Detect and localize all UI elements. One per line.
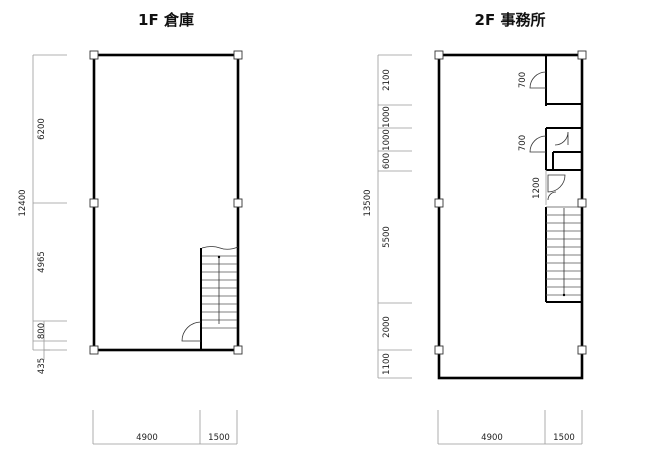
column-post [577, 198, 587, 208]
dim-label: 1000 [382, 106, 392, 128]
left-dimension-lines-1f [32, 54, 67, 360]
door-dim-label: 1200 [532, 177, 542, 199]
door-swing-1f [181, 321, 202, 342]
outer-wall-2f [437, 53, 584, 380]
left-dimension-lines-2f [377, 54, 412, 379]
dim-label: 435 [37, 358, 47, 374]
door-dim-label: 700 [518, 72, 528, 88]
floor-title-1f: 1F 倉庫 [138, 11, 194, 29]
bottom-dimension-lines-2f [437, 410, 583, 445]
staircase-1f [200, 246, 239, 350]
floor-plan-2f: 2F 事務所 13500 2100 1000 1000 600 5500 200… [363, 11, 587, 445]
column-post [89, 345, 99, 355]
dim-label: 4900 [136, 433, 158, 443]
door-swing-inner [554, 131, 569, 146]
dim-label: 600 [382, 153, 392, 169]
column-post [233, 345, 243, 355]
floor-title-2f: 2F 事務所 [475, 11, 546, 29]
dim-label: 800 [37, 323, 47, 339]
dim-label: 1500 [208, 433, 230, 443]
floor-plan-1f: 1F 倉庫 12400 6200 4965 800 435 [18, 11, 243, 445]
dim-label: 6200 [37, 118, 47, 140]
dim-label: 5500 [382, 226, 392, 248]
column-post [434, 50, 444, 60]
dim-total-1f: 12400 [18, 189, 28, 216]
door-dim-label: 700 [518, 135, 528, 151]
interior-walls-2f [545, 55, 582, 205]
column-post [434, 198, 444, 208]
staircase-2f [545, 206, 582, 303]
column-post [577, 50, 587, 60]
dim-label: 1000 [382, 129, 392, 151]
door-swing-room [529, 135, 547, 153]
column-post [577, 345, 587, 355]
outer-wall-1f [92, 53, 240, 352]
column-post [89, 198, 99, 208]
column-post [434, 345, 444, 355]
dim-label: 1500 [553, 433, 575, 443]
door-swing-stair-leaf [547, 191, 557, 201]
column-post [233, 198, 243, 208]
column-post [89, 50, 99, 60]
column-post [233, 50, 243, 60]
dim-label: 4965 [37, 251, 47, 273]
dim-label: 1100 [382, 353, 392, 375]
door-swing-toilet [529, 71, 547, 89]
dim-total-2f: 13500 [363, 189, 373, 216]
dim-label: 4900 [481, 433, 503, 443]
dim-label: 2000 [382, 316, 392, 338]
door-swing-stair [547, 174, 566, 193]
dim-label: 2100 [382, 69, 392, 91]
bottom-dimension-lines-1f [92, 410, 238, 445]
